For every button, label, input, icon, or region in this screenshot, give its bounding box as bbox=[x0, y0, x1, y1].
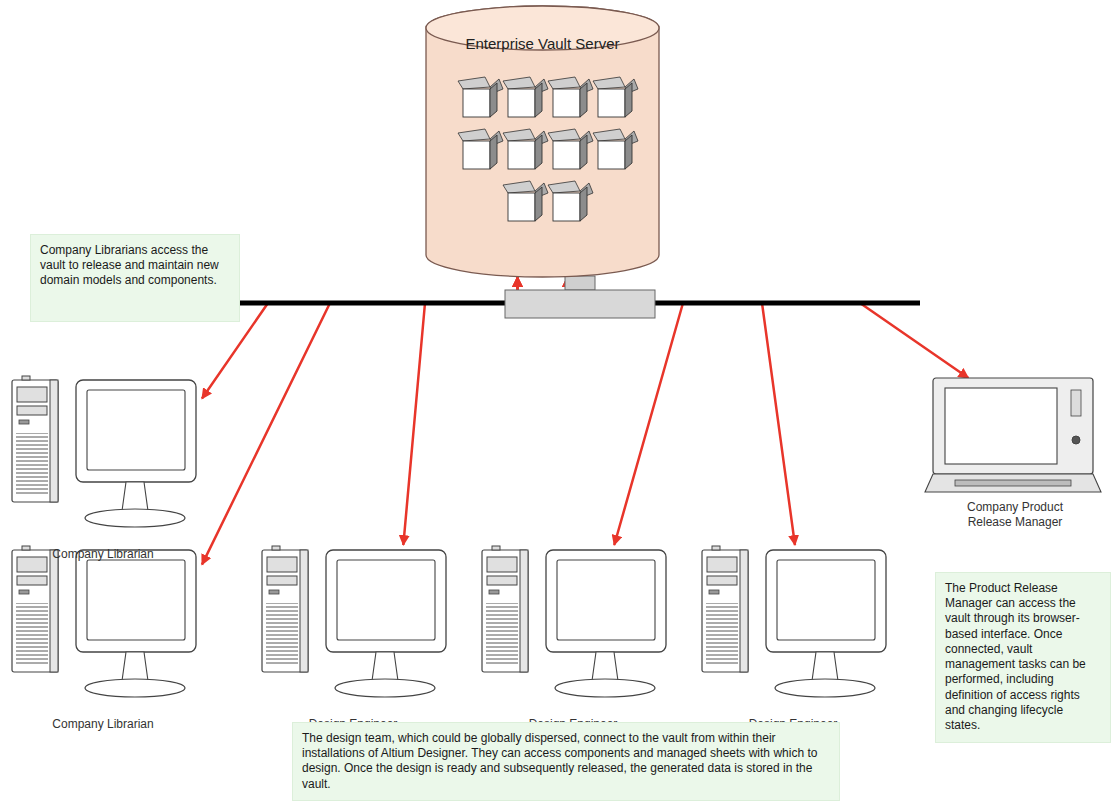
workstation-node: Design Engineer bbox=[482, 545, 672, 742]
workstation-icon bbox=[702, 546, 886, 697]
workstation-icon bbox=[482, 546, 666, 697]
component-box-icon bbox=[503, 77, 548, 117]
component-box-icon bbox=[458, 77, 503, 117]
network-connector bbox=[202, 277, 518, 399]
drawing-part bbox=[598, 141, 625, 169]
role-label: Company Librarian bbox=[12, 547, 194, 561]
workstation-node: Company Librarian bbox=[12, 375, 202, 572]
drawing-part bbox=[548, 129, 580, 141]
role-label: Company Librarian bbox=[12, 717, 194, 731]
drawing-part bbox=[463, 141, 490, 169]
note-text: The design team, which could be globally… bbox=[302, 731, 830, 792]
drawing-part bbox=[593, 77, 625, 89]
drawing-part bbox=[548, 181, 580, 193]
network-connector bbox=[202, 277, 518, 565]
server-neck bbox=[565, 276, 595, 290]
drawing-part bbox=[1071, 390, 1081, 416]
component-box-icon bbox=[503, 181, 548, 221]
component-box-icon bbox=[503, 129, 548, 169]
drawing-part bbox=[508, 141, 535, 169]
laptop-node: Company Product Release Manager bbox=[925, 378, 1105, 534]
drawing-part bbox=[553, 141, 580, 169]
role-label: Company Product Release Manager bbox=[960, 500, 1070, 530]
drawing-part bbox=[945, 388, 1057, 464]
component-box-icon bbox=[548, 181, 593, 221]
drawing-part bbox=[598, 89, 625, 117]
drawing-part bbox=[458, 129, 490, 141]
drawing-part bbox=[535, 83, 542, 117]
workstation-node: Company Librarian bbox=[12, 545, 202, 742]
component-box-icon bbox=[593, 129, 638, 169]
drawing-part bbox=[553, 193, 580, 221]
component-box-icon bbox=[458, 129, 503, 169]
drawing-part bbox=[553, 89, 580, 117]
note-box: The Product Release Manager can access t… bbox=[935, 572, 1111, 743]
drawing-part bbox=[1072, 436, 1080, 444]
note-box: The design team, which could be globally… bbox=[292, 722, 840, 801]
drawing-part bbox=[508, 89, 535, 117]
drawing-part bbox=[580, 83, 587, 117]
drawing-part bbox=[933, 378, 1093, 474]
drawing-part bbox=[503, 129, 535, 141]
drawing-part bbox=[625, 83, 632, 117]
component-box-icon bbox=[593, 77, 638, 117]
drawing-part bbox=[593, 129, 625, 141]
cylinder-body bbox=[426, 6, 659, 277]
component-box-icon bbox=[548, 129, 593, 169]
drawing-part bbox=[490, 83, 497, 117]
drawing-part bbox=[535, 135, 542, 169]
note-text: Company Librarians access the vault to r… bbox=[40, 243, 230, 289]
server-stand bbox=[505, 290, 655, 318]
drawing-part bbox=[503, 77, 535, 89]
drawing-part bbox=[490, 135, 497, 169]
drawing-part bbox=[625, 135, 632, 169]
drawing-part bbox=[503, 181, 535, 193]
drawing-part bbox=[925, 474, 1101, 492]
drawing-part bbox=[580, 135, 587, 169]
drawing-part bbox=[535, 187, 542, 221]
component-box-icon bbox=[548, 77, 593, 117]
server-cylinder: Enterprise Vault Server bbox=[425, 5, 660, 278]
drawing-part bbox=[463, 89, 490, 117]
workstation-icon bbox=[12, 546, 196, 697]
note-text: The Product Release Manager can access t… bbox=[945, 581, 1101, 733]
note-box: Company Librarians access the vault to r… bbox=[30, 234, 240, 322]
drawing-part bbox=[580, 187, 587, 221]
laptop-icon bbox=[925, 378, 1101, 492]
workstation-icon bbox=[262, 546, 446, 697]
server-title: Enterprise Vault Server bbox=[425, 35, 660, 52]
network-connector bbox=[403, 277, 517, 545]
workstation-icon bbox=[12, 376, 196, 527]
drawing-part bbox=[548, 77, 580, 89]
drawing-part bbox=[508, 193, 535, 221]
drawing-part bbox=[955, 480, 1071, 486]
drawing-part bbox=[458, 77, 490, 89]
workstation-node: Design Engineer bbox=[702, 545, 892, 742]
workstation-node: Design Engineer bbox=[262, 545, 452, 742]
